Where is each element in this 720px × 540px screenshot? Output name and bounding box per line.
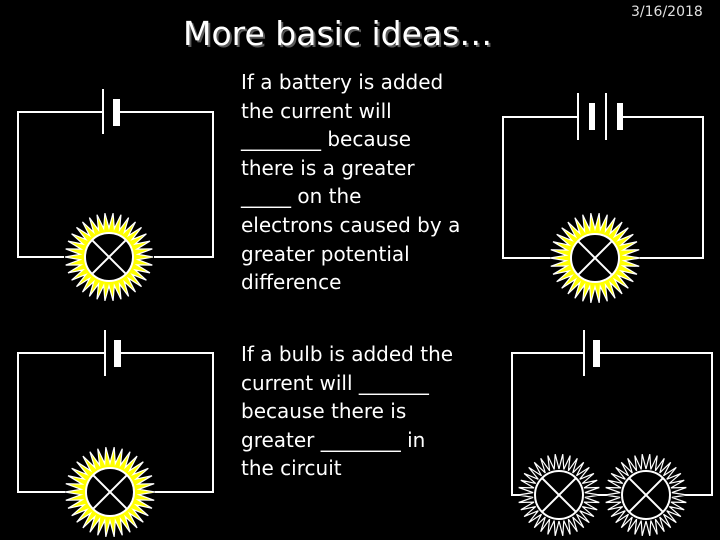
wire (502, 116, 578, 259)
battery-cell-icon (104, 330, 121, 376)
text-line: the circuit (241, 456, 342, 481)
wire (17, 111, 103, 258)
battery-cell-icon (583, 330, 600, 376)
battery-question-text: If a battery is added the current will _… (241, 68, 501, 297)
text-line: current will _______ (241, 370, 429, 395)
bulb-question-text: If a bulb is added the current will ____… (241, 340, 501, 483)
circuit-two-cells (502, 116, 704, 259)
wire (600, 352, 713, 496)
lamp-icon (549, 213, 641, 303)
wire (120, 352, 214, 493)
wire (622, 116, 704, 259)
text-line: electrons caused by a (241, 212, 461, 237)
battery-cell-icon (605, 93, 623, 140)
text-line: there is a greater (241, 155, 415, 180)
text-line: If a battery is added (241, 70, 444, 94)
battery-cell-icon (577, 93, 595, 140)
text-line: difference (241, 270, 342, 295)
circuit-single-cell (17, 111, 214, 258)
lamp-icon (64, 447, 156, 537)
text-line: _____ on the (241, 184, 362, 209)
wire (17, 352, 105, 493)
bulb-filament (91, 239, 127, 275)
bulb-filament (92, 474, 128, 510)
text-line: because there is (241, 399, 407, 424)
lamp-icon (64, 213, 154, 301)
lamp-icon (517, 454, 601, 536)
bulb-filament (628, 477, 664, 513)
text-line: greater potential (241, 241, 410, 266)
slide-date: 3/16/2018 (631, 4, 703, 20)
circuit-single-bulb (17, 352, 214, 493)
bulb-filament (541, 477, 577, 513)
text-line: the current will (241, 98, 392, 123)
text-line: ________ because (241, 127, 412, 152)
text-line: If a bulb is added the (241, 342, 454, 366)
lamp-icon (604, 454, 688, 536)
bulb-filament (577, 240, 613, 276)
text-line: greater ________ in (241, 427, 426, 452)
wire (120, 111, 214, 258)
slide-title: More basic ideas… (183, 14, 493, 53)
battery-cell-icon (102, 89, 120, 134)
